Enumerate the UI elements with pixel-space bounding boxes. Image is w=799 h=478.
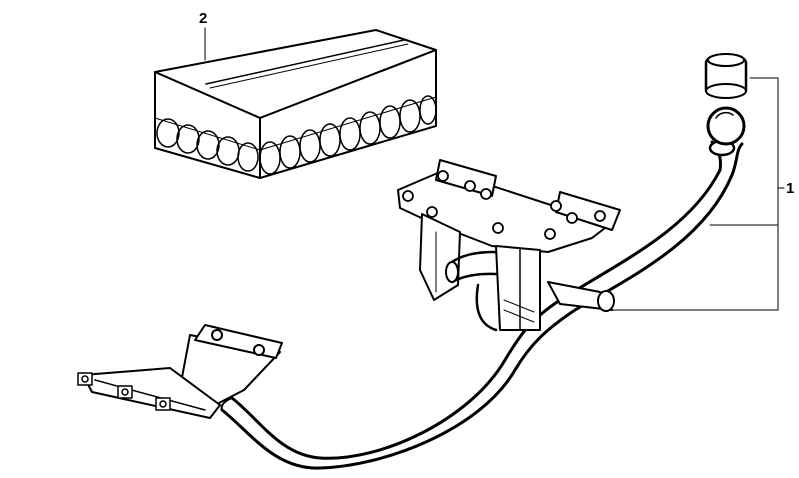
bracket-bolts (77, 372, 171, 411)
parts-box (154, 27, 437, 179)
callout-label-1: 1 (786, 180, 795, 197)
tow-bar-assembly (77, 53, 748, 470)
plate-bolts (402, 170, 606, 240)
callout-label-2: 2 (199, 10, 208, 27)
callout-1-leaders (611, 77, 785, 311)
